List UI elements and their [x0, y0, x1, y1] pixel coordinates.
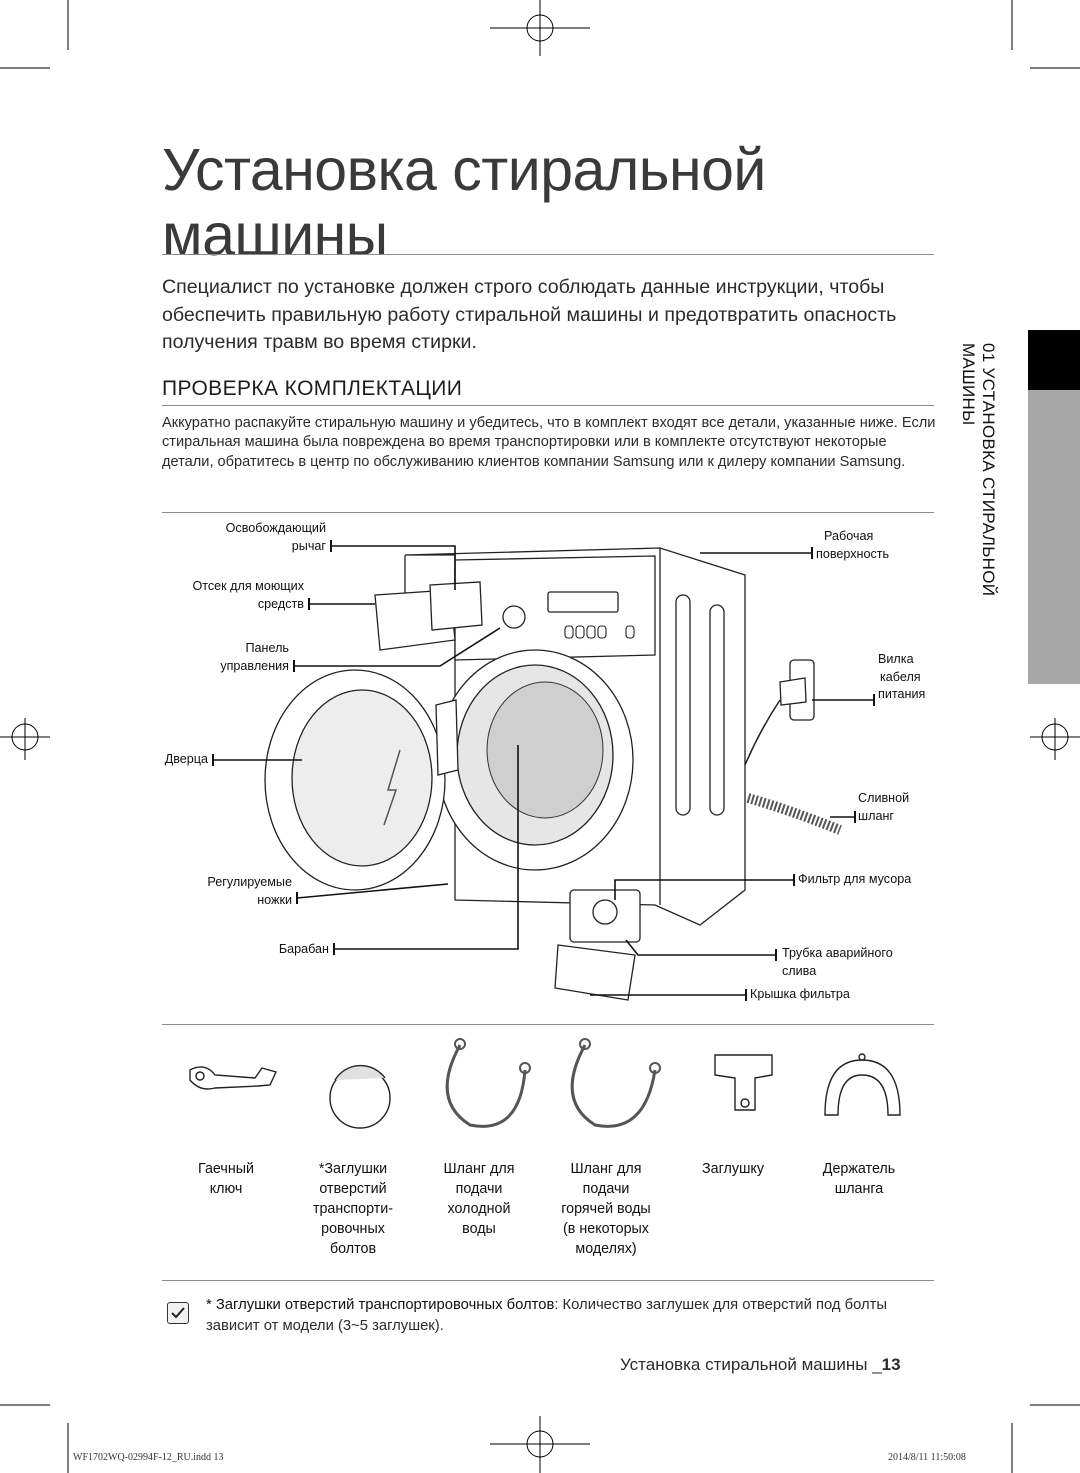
intro-paragraph: Специалист по установке должен строго со… [162, 276, 897, 353]
label-drain-hose: Сливной шланг [858, 790, 909, 825]
label-debris-filter-line1: Фильтр для мусора [798, 872, 912, 886]
label-filter-cover: Крышка фильтра [750, 986, 850, 1004]
chapter-tab-marker [1028, 330, 1080, 390]
label-release-lever-line1: Освобождающий [225, 521, 326, 535]
page-title-line1: Установка стиральной [162, 137, 766, 203]
page-footer: Установка стиральной машины _13 [620, 1355, 901, 1375]
label-drain-hose-line2: шланг [858, 808, 895, 823]
label-control-panel-line2: управления [220, 658, 289, 673]
footer-title: Установка стиральной машины _ [620, 1355, 882, 1374]
accessories-top-rule [162, 1024, 934, 1025]
detergent-drawer [374, 581, 483, 651]
washing-machine-diagram [212, 540, 875, 1001]
section-rule [162, 405, 934, 406]
note: * Заглушки отверстий транспортировочных … [206, 1295, 936, 1336]
accessory-label-line: отверстий [319, 1181, 387, 1197]
label-drain-hose-line1: Сливной [858, 791, 910, 805]
label-worktop-line1: Рабочая [824, 529, 874, 543]
accessory-label-line: ключ [209, 1181, 243, 1197]
label-release-lever-line2: рычаг [291, 538, 326, 553]
door [264, 669, 459, 891]
label-door-line1: Дверца [164, 752, 208, 766]
accessory-label-line: воды [462, 1221, 496, 1237]
label-worktop: Рабочая поверхность [810, 528, 889, 563]
accessory-cold-water-hose: Шланг для подачи холодной воды [419, 1159, 539, 1239]
page-title: Установка стиральной машины [162, 138, 942, 268]
label-filter-cover-line1: Крышка фильтра [750, 987, 850, 1001]
accessory-label-line: болтов [329, 1241, 377, 1257]
accessory-label-line: Шланг для [443, 1161, 515, 1177]
accessory-hot-water-hose: Шланг для подачи горячей воды (в некотор… [546, 1159, 666, 1259]
page-number: 13 [881, 1355, 901, 1374]
accessory-label-line: ровочных [321, 1221, 385, 1237]
label-detergent-drawer: Отсек для моющих средств [192, 578, 304, 613]
diagram-top-rule [162, 512, 934, 513]
accessory-label-line: *Заглушки [318, 1161, 388, 1177]
power-plug-illustration [744, 659, 815, 766]
label-leveling-feet-line1: Регулируемые [207, 875, 292, 889]
accessory-label-line: Держатель [822, 1161, 896, 1177]
accessory-label-line: подачи [582, 1181, 630, 1197]
hot-water-hose-icon [570, 1038, 661, 1128]
accessory-label-line: шланга [834, 1181, 884, 1197]
section-heading: ПРОВЕРКА КОМПЛЕКТАЦИИ [162, 377, 463, 400]
accessory-label-line: Шланг для [570, 1161, 642, 1177]
label-leveling-feet-line2: ножки [257, 892, 292, 907]
label-control-panel: Панель управления [220, 640, 289, 675]
accessory-label-line: транспорти- [312, 1201, 394, 1217]
note-top-rule [162, 1280, 934, 1281]
print-date-info: 2014/8/11 11:50:08 [888, 1452, 966, 1463]
label-emergency-drain-line1: Трубка аварийного [782, 946, 893, 960]
label-detergent-drawer-line2: средств [257, 596, 304, 611]
accessory-wrench: Гаечный ключ [166, 1159, 286, 1199]
wrench-icon [189, 1066, 277, 1090]
label-drum-line1: Барабан [278, 942, 329, 956]
hose-holder-icon [824, 1053, 901, 1116]
label-drum: Барабан [279, 941, 329, 959]
note-bold: * Заглушки отверстий транспортировочных … [206, 1297, 555, 1313]
accessory-label-line: (в некоторых [563, 1221, 649, 1237]
label-leveling-feet: Регулируемые ножки [207, 874, 292, 909]
accessory-bolt-hole-caps: *Заглушки отверстий транспорти- ровочных… [293, 1159, 413, 1259]
title-rule [162, 254, 934, 255]
label-worktop-line2: поверхность [816, 546, 890, 561]
label-power-plug-line2: кабеля [880, 669, 921, 684]
accessory-label-line: подачи [455, 1181, 503, 1197]
note-icon [167, 1302, 189, 1324]
label-release-lever: Освобождающий рычаг [226, 520, 326, 555]
page-title-line2: машины [162, 202, 388, 268]
print-file-info: WF1702WQ-02994F-12_RU.indd 13 [73, 1452, 224, 1463]
label-emergency-drain-line2: слива [782, 963, 817, 978]
bolt-hole-cap-icon [329, 1064, 391, 1129]
label-power-plug: Вилка кабеля питания [878, 651, 925, 704]
label-control-panel-line1: Панель [245, 641, 289, 655]
label-detergent-drawer-line1: Отсек для моющих [192, 579, 304, 593]
accessory-label-line: Заглушку [701, 1161, 764, 1177]
label-emergency-drain: Трубка аварийного слива [782, 945, 893, 980]
label-power-plug-line1: Вилка [878, 652, 914, 666]
drain-hose-illustration [746, 793, 842, 835]
accessories-icons [189, 1038, 901, 1129]
accessory-label-line: моделях) [575, 1241, 637, 1257]
label-power-plug-line3: питания [878, 687, 926, 701]
section-text: Аккуратно распакуйте стиральную машину и… [162, 415, 936, 470]
accessory-plug-cap: Заглушку [673, 1159, 793, 1179]
label-door: Дверца [165, 751, 208, 769]
plug-cap-icon [714, 1054, 773, 1111]
note-rest: : Количество заглушек для отверстий под … [206, 1297, 888, 1334]
machine-body [404, 547, 746, 926]
accessory-label-line: холодной [447, 1201, 511, 1217]
accessory-label-line: Гаечный [198, 1161, 254, 1177]
cold-water-hose-icon [445, 1038, 531, 1128]
label-debris-filter: Фильтр для мусора [798, 871, 911, 889]
chapter-tab-bar [1028, 390, 1080, 684]
chapter-tab-label: 01 УСТАНОВКА СТИРАЛЬНОЙ МАШИНЫ [959, 343, 998, 597]
accessory-hose-holder: Держатель шланга [799, 1159, 919, 1199]
accessory-label-line: горячей воды [561, 1201, 651, 1217]
filter-cover-illustration [554, 889, 641, 1001]
